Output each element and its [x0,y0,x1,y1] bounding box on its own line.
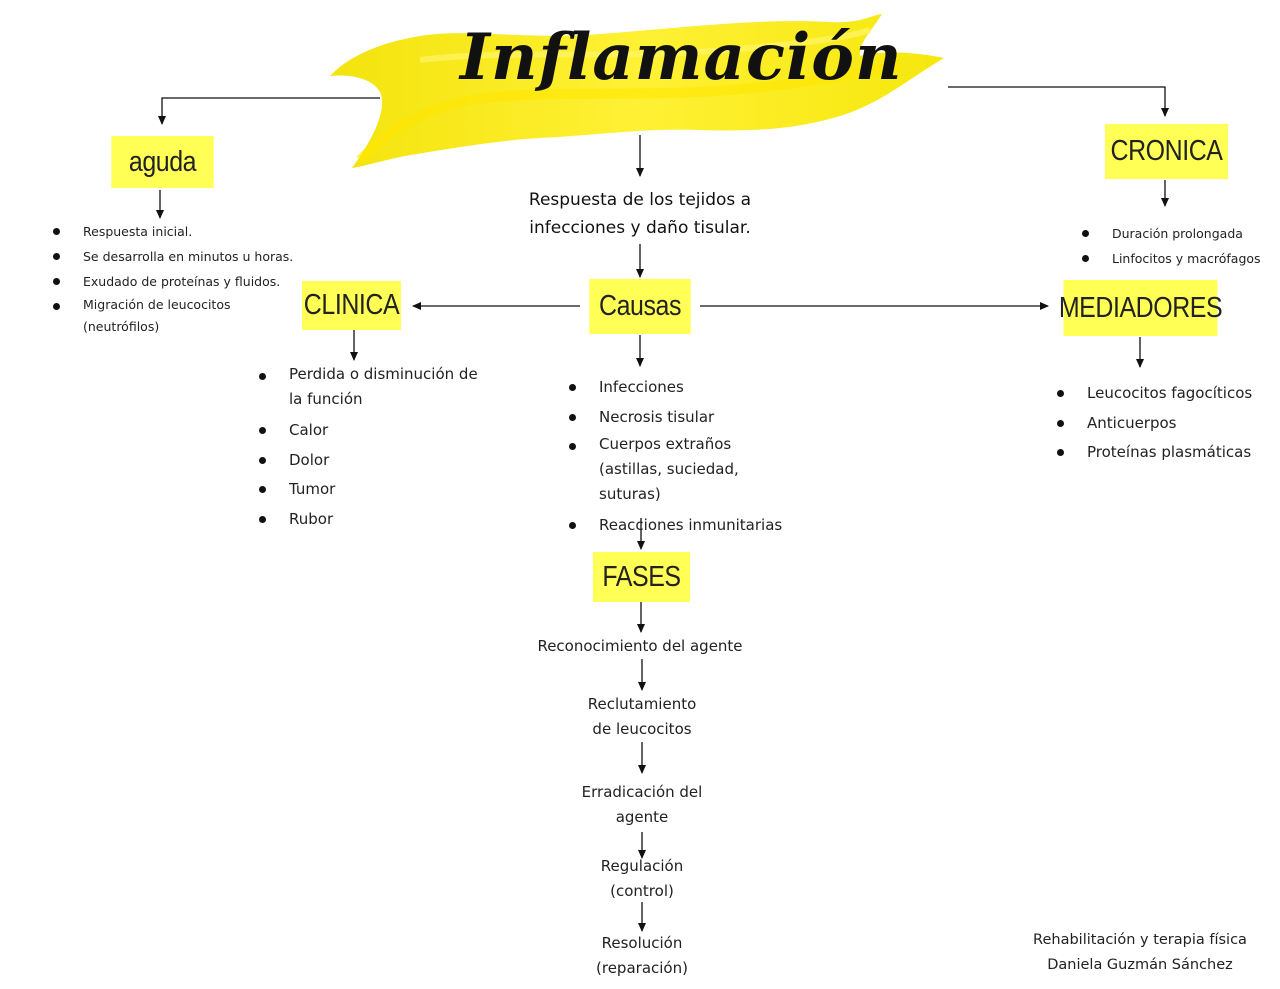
list-item: Rubor [259,505,484,535]
phase-step-4: Regulación (control) [600,857,684,900]
causas-list: Infecciones Necrosis tisular Cuerpos ext… [569,373,799,541]
definition-text: Respuesta de los tejidos a infecciones y… [528,190,752,238]
causas-node: Causas [589,279,691,334]
phase-step-3: Erradicación del agente [581,783,703,826]
cronica-label: CRONICA [1110,135,1223,167]
title-banner [330,14,944,168]
mediadores-node: MEDIADORES [1059,280,1223,336]
list-item: Se desarrolla en minutos u horas. [53,244,323,269]
list-item: Respuesta inicial. [53,219,323,244]
list-item: Migración de leucocitos (neutrófilos) [53,294,253,338]
list-item: Exudado de proteínas y fluidos. [53,269,323,294]
list-item: Reacciones inmunitarias [569,511,799,541]
phase-step-5: Resolución (reparación) [596,934,688,977]
phase-step-2: Reclutamiento de leucocitos [587,695,697,738]
list-item: Leucocitos fagocíticos [1057,379,1272,409]
clinica-node: CLINICA [302,281,401,330]
aguda-list: Respuesta inicial. Se desarrolla en minu… [53,219,323,338]
phase-step-1: Reconocimiento del agente [537,637,743,655]
list-item: Necrosis tisular [569,403,799,433]
aguda-label: aguda [128,145,197,178]
aguda-node: aguda [111,136,214,188]
list-item: Tumor [259,475,484,505]
cronica-list: Duración prolongada Linfocitos y macrófa… [1082,221,1277,271]
list-item: Calor [259,416,484,446]
list-item: Dolor [259,446,484,476]
cronica-node: CRONICA [1105,124,1228,179]
list-item: Perdida o disminución de la función [259,362,484,412]
list-item: Cuerpos extraños (astillas, suciedad, su… [569,432,799,507]
credit-line-1: Rehabilitación y terapia física [1033,932,1247,948]
arrow-title-to-aguda [158,97,380,125]
mediadores-label: MEDIADORES [1058,291,1223,324]
mediadores-list: Leucocitos fagocíticos Anticuerpos Prote… [1057,379,1272,468]
fases-node: FASES [592,552,691,602]
list-item: Duración prolongada [1082,221,1277,246]
list-item: Anticuerpos [1057,409,1272,439]
arrow-title-to-cronica [948,86,1169,117]
clinica-label: CLINICA [303,289,400,321]
author-credit: Rehabilitación y terapia física Daniela … [1010,928,1270,978]
causas-label: Causas [599,290,681,322]
fases-label: FASES [602,560,681,593]
clinica-list: Perdida o disminución de la función Calo… [259,362,484,534]
list-item: Proteínas plasmáticas [1057,438,1272,468]
list-item: Linfocitos y macrófagos [1082,246,1277,271]
list-item: Infecciones [569,373,799,403]
credit-line-2: Daniela Guzmán Sánchez [1047,957,1233,973]
